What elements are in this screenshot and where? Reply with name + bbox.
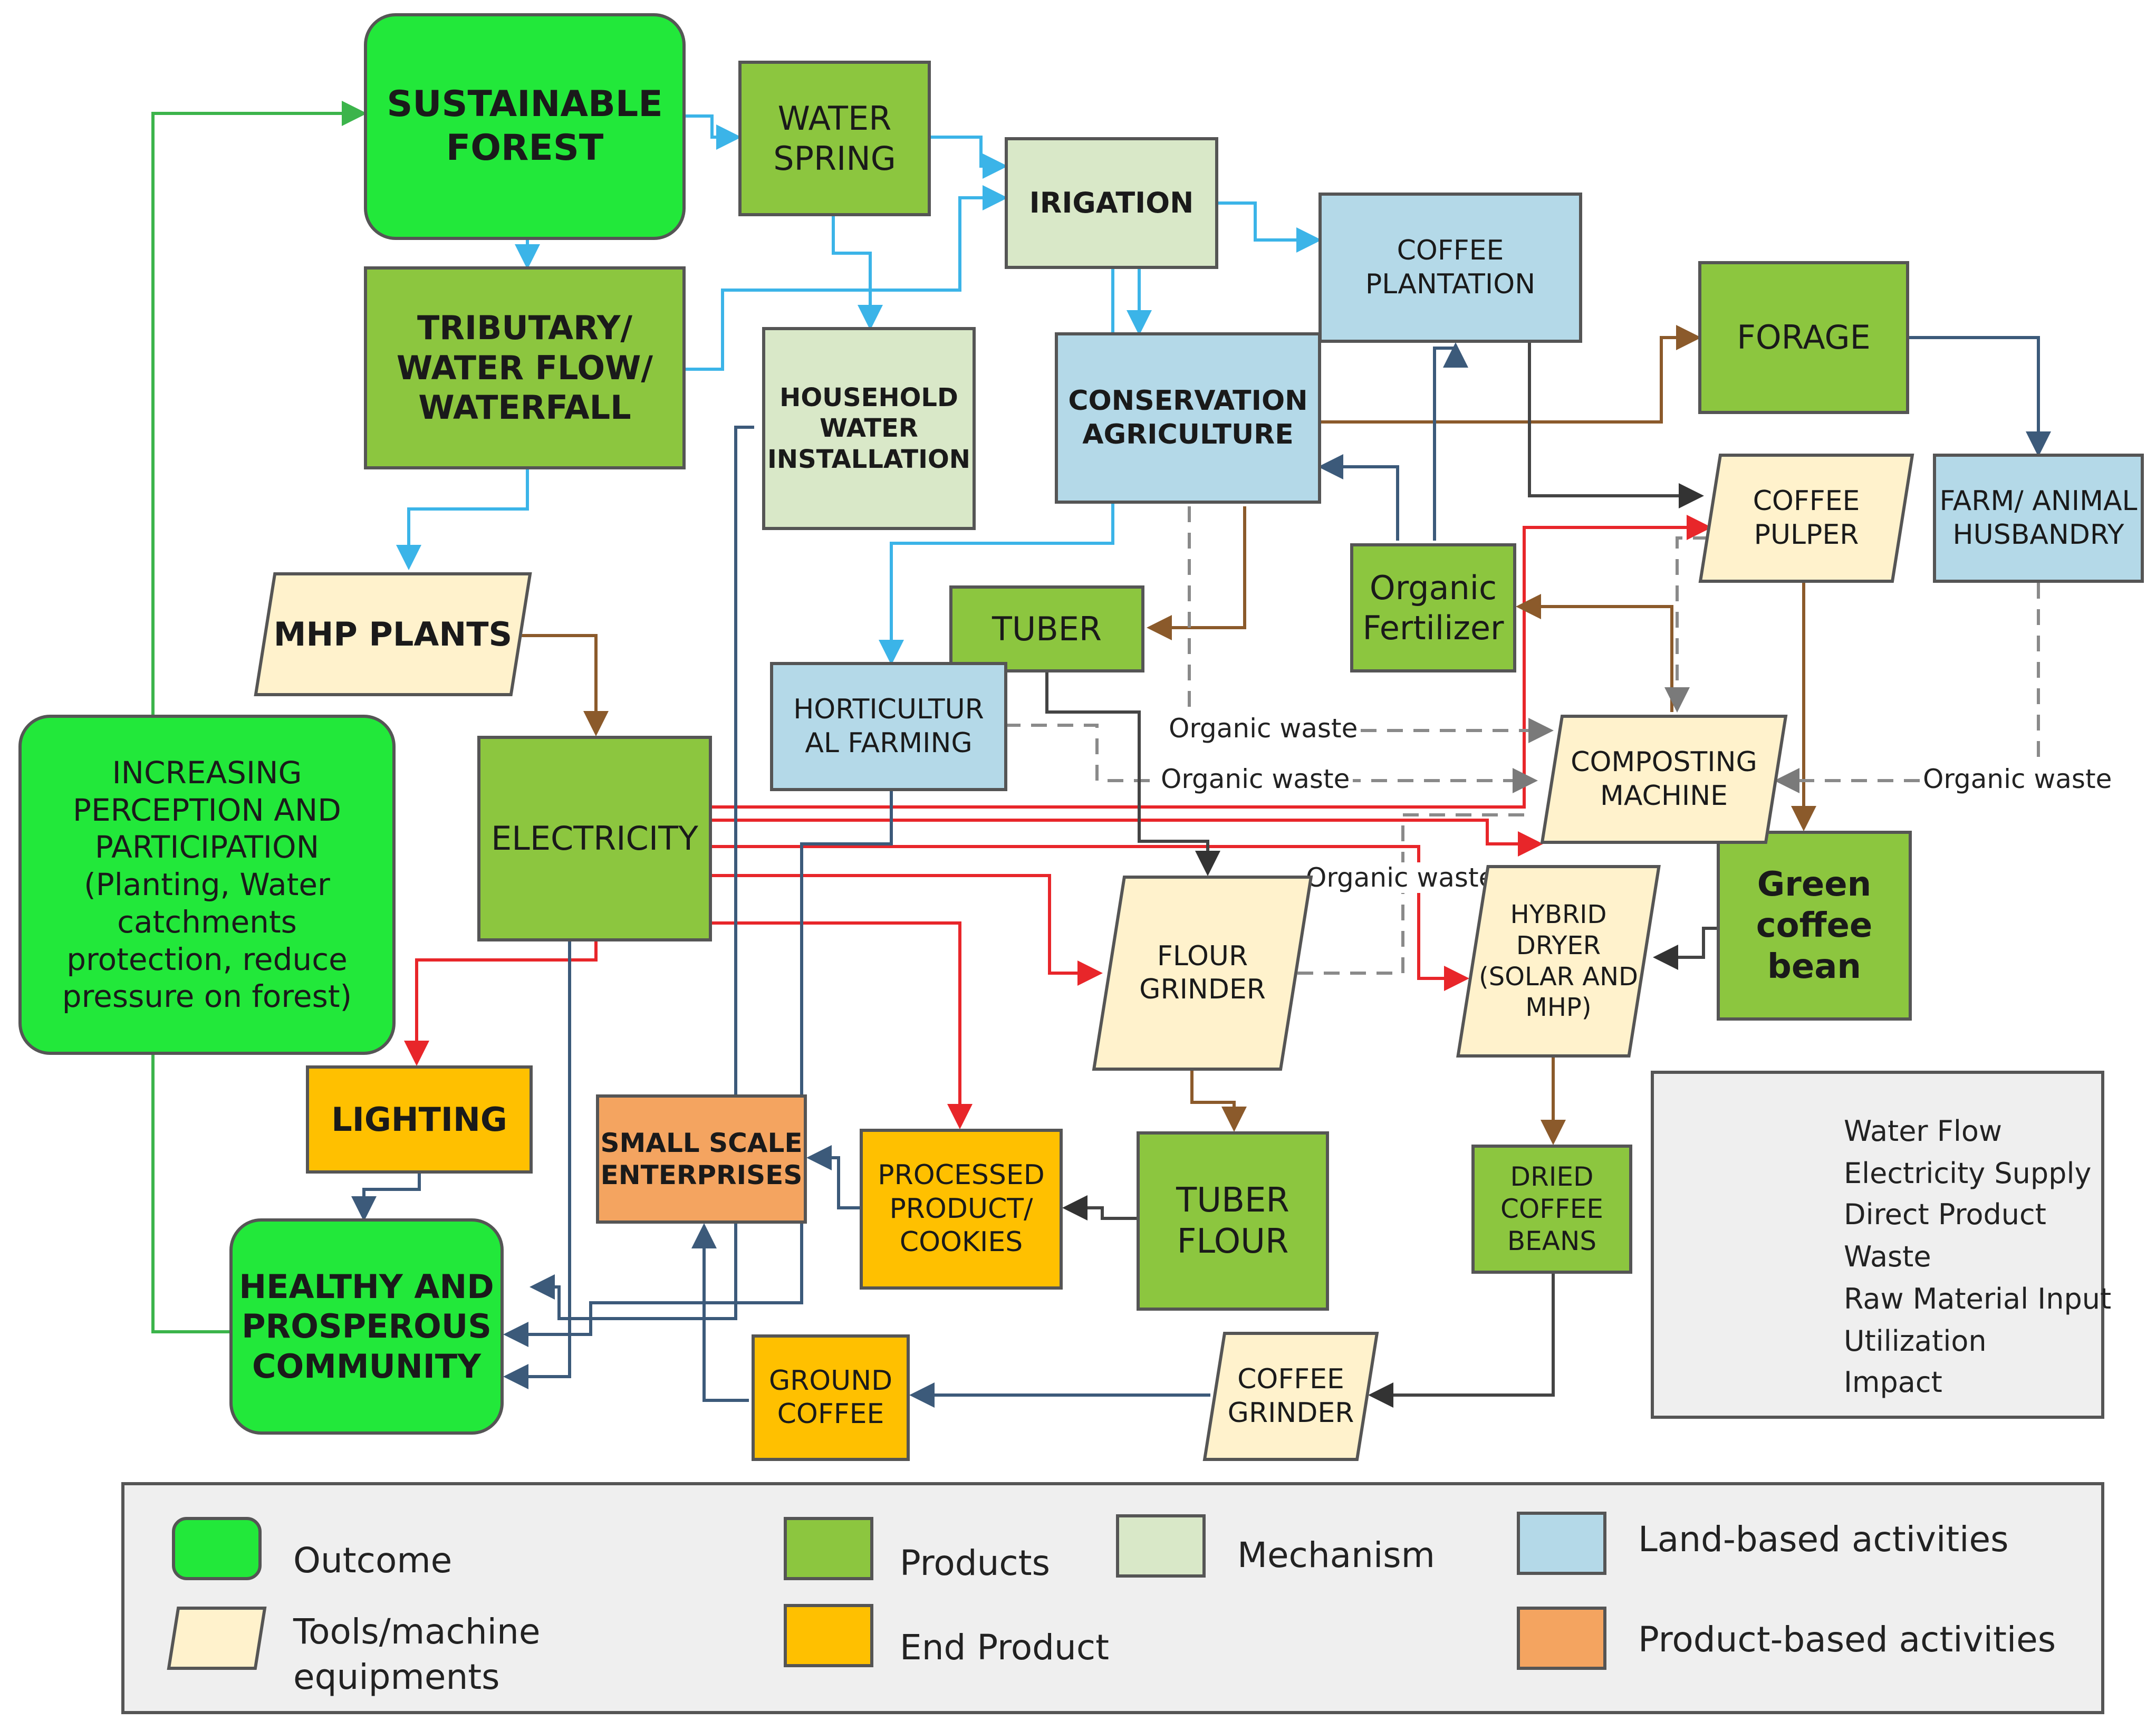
util-ground-sse (691, 1223, 749, 1402)
legend-swatch-land-based (1517, 1512, 1606, 1575)
legend-swatch-product-based (1517, 1607, 1606, 1670)
water-tributary-mhp (396, 469, 529, 570)
node-small-scale-enterprises: SMALL SCALE ENTERPRISES (596, 1094, 807, 1224)
util-fertilizer-conservation (1318, 454, 1399, 541)
node-coffee-pulper: COFFEE PULPER (1709, 454, 1904, 583)
util-household-healthy (530, 426, 754, 1320)
node-ground-coffee: GROUND COFFEE (752, 1334, 910, 1461)
water-tributary-irigation (686, 185, 1008, 371)
elec-to-lighting (404, 941, 598, 1066)
node-healthy-community: HEALTHY AND PROSPEROUS COMMUNITY (229, 1218, 504, 1435)
flow-legend: Water Flow Electricity Supply Direct Pro… (1651, 1071, 2112, 1419)
elec-to-flour-grinder (712, 874, 1103, 986)
legend-swatch-products (784, 1517, 873, 1580)
legend-swatch-mechanism (1116, 1514, 1206, 1578)
node-sustainable-forest: SUSTAINABLE FOREST (364, 13, 686, 240)
util-processed-sse (806, 1145, 860, 1209)
legend-row-waste: Waste (1844, 1240, 1931, 1273)
node-tributary: TRIBUTARY/ WATER FLOW/ WATERFALL (364, 266, 686, 469)
water-forest-spring (686, 114, 742, 150)
waste-label-1: Organic waste (1166, 713, 1361, 744)
water-spring-household (832, 216, 883, 330)
legend-swatch-outcome (172, 1517, 262, 1580)
elec-to-processed (712, 921, 973, 1129)
raw-coffee-pulper (1528, 343, 1704, 508)
legend-row-direct-product: Direct Product (1844, 1198, 2046, 1231)
node-coffee-plantation: COFFEE PLANTATION (1318, 193, 1582, 343)
node-conservation-agriculture: CONSERVATION AGRICULTURE (1055, 332, 1321, 504)
legend-swatch-tools (167, 1607, 267, 1670)
waste-farm-composting (1774, 583, 2040, 793)
elec-to-pulper (712, 515, 1712, 809)
node-flour-grinder: FLOUR GRINDER (1108, 876, 1297, 1071)
node-green-coffee-bean: Green coffee bean (1717, 831, 1912, 1021)
util-fertilizer-coffee (1433, 342, 1468, 541)
node-water-spring: WATER SPRING (738, 61, 931, 216)
node-forage: FORAGE (1698, 261, 1909, 414)
node-farm-animal-husbandry: FARM/ ANIMAL HUSBANDRY (1933, 454, 2144, 583)
raw-tuber-flourgrinder (1045, 672, 1220, 876)
legend-swatch-end-product (784, 1604, 873, 1667)
prod-mhp-electricity (514, 634, 609, 736)
prod-conservation-tuber (1147, 506, 1246, 640)
legend-row-utilization: Utilization (1844, 1324, 1987, 1358)
node-hybrid-dryer: HYBRID DRYER (SOLAR AND MHP) (1471, 865, 1645, 1058)
elec-to-dryer (712, 845, 1469, 991)
node-horticultural-farming: HORTICULTUR AL FARMING (770, 662, 1007, 791)
legend-row-raw-material: Raw Material Input (1844, 1282, 2112, 1315)
node-tuber: TUBER (949, 585, 1144, 672)
raw-tuberflour-processed (1062, 1195, 1137, 1220)
legend-row-electricity: Electricity Supply (1844, 1157, 2092, 1190)
node-mhp-plants: MHP PLANTS (264, 572, 522, 696)
prod-composting-fertilizer (1516, 594, 1673, 712)
waste-horti-composting (1005, 724, 1538, 793)
util-lighting-healthy (351, 1174, 421, 1222)
elec-to-composting (712, 819, 1543, 857)
water-irigation-coffee (1218, 201, 1322, 253)
node-type-legend: Outcome Products Mechanism Land-based ac… (121, 1482, 2104, 1714)
util-horti-healthy (503, 791, 893, 1347)
waste-label-4: Organic waste (1303, 862, 1498, 893)
waste-label-3: Organic waste (1920, 764, 2115, 794)
raw-greenbean-dryer (1653, 927, 1717, 970)
waste-label-2: Organic waste (1158, 764, 1353, 794)
legend-row-water-flow: Water Flow (1844, 1114, 2003, 1148)
node-composting-machine: COMPOSTING MACHINE (1551, 715, 1777, 844)
node-coffee-grinder: COFFEE GRINDER (1213, 1332, 1369, 1461)
node-tuber-flour: TUBER FLOUR (1137, 1131, 1329, 1311)
util-forage-farm (1909, 336, 2051, 457)
node-organic-fertilizer: Organic Fertilizer (1350, 543, 1516, 672)
node-irigation: IRIGATION (1005, 137, 1218, 269)
node-household-water: HOUSEHOLD WATER INSTALLATION (762, 327, 976, 530)
prod-conservation-forage (1318, 325, 1701, 424)
node-increasing-perception: INCREASING PERCEPTION AND PARTICIPATION … (18, 715, 396, 1055)
raw-dried-grinder (1368, 1274, 1555, 1408)
node-lighting: LIGHTING (306, 1065, 533, 1174)
water-spring-irigation (931, 136, 1008, 179)
waste-pulper-composting (1664, 536, 1709, 713)
legend-row-impact: Impact (1844, 1366, 1942, 1399)
waste-flourgrinder-composting (1297, 813, 1535, 975)
prod-flourgrinder-tuberflour (1190, 1071, 1247, 1132)
node-dried-coffee-beans: DRIED COFFEE BEANS (1471, 1145, 1632, 1274)
node-electricity: ELECTRICITY (477, 736, 712, 941)
node-processed-product: PROCESSED PRODUCT/ COOKIES (860, 1129, 1063, 1290)
